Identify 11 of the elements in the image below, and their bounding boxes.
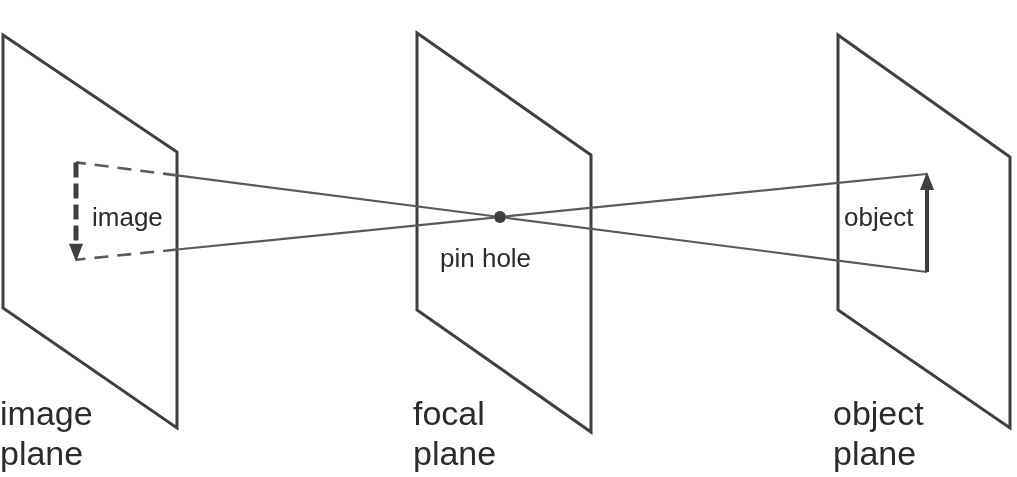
light-ray xyxy=(505,216,839,262)
plane-label: focal plane xyxy=(413,393,498,473)
pinhole-dot xyxy=(494,211,506,223)
light-ray xyxy=(505,181,839,218)
light-ray xyxy=(176,216,495,251)
plane-label: image plane xyxy=(0,393,94,473)
object-label: object xyxy=(844,202,914,232)
pinhole-label: pin hole xyxy=(440,243,532,273)
light-ray xyxy=(176,174,495,218)
plane-label: object plane xyxy=(833,393,925,473)
image-label: image xyxy=(92,202,163,232)
